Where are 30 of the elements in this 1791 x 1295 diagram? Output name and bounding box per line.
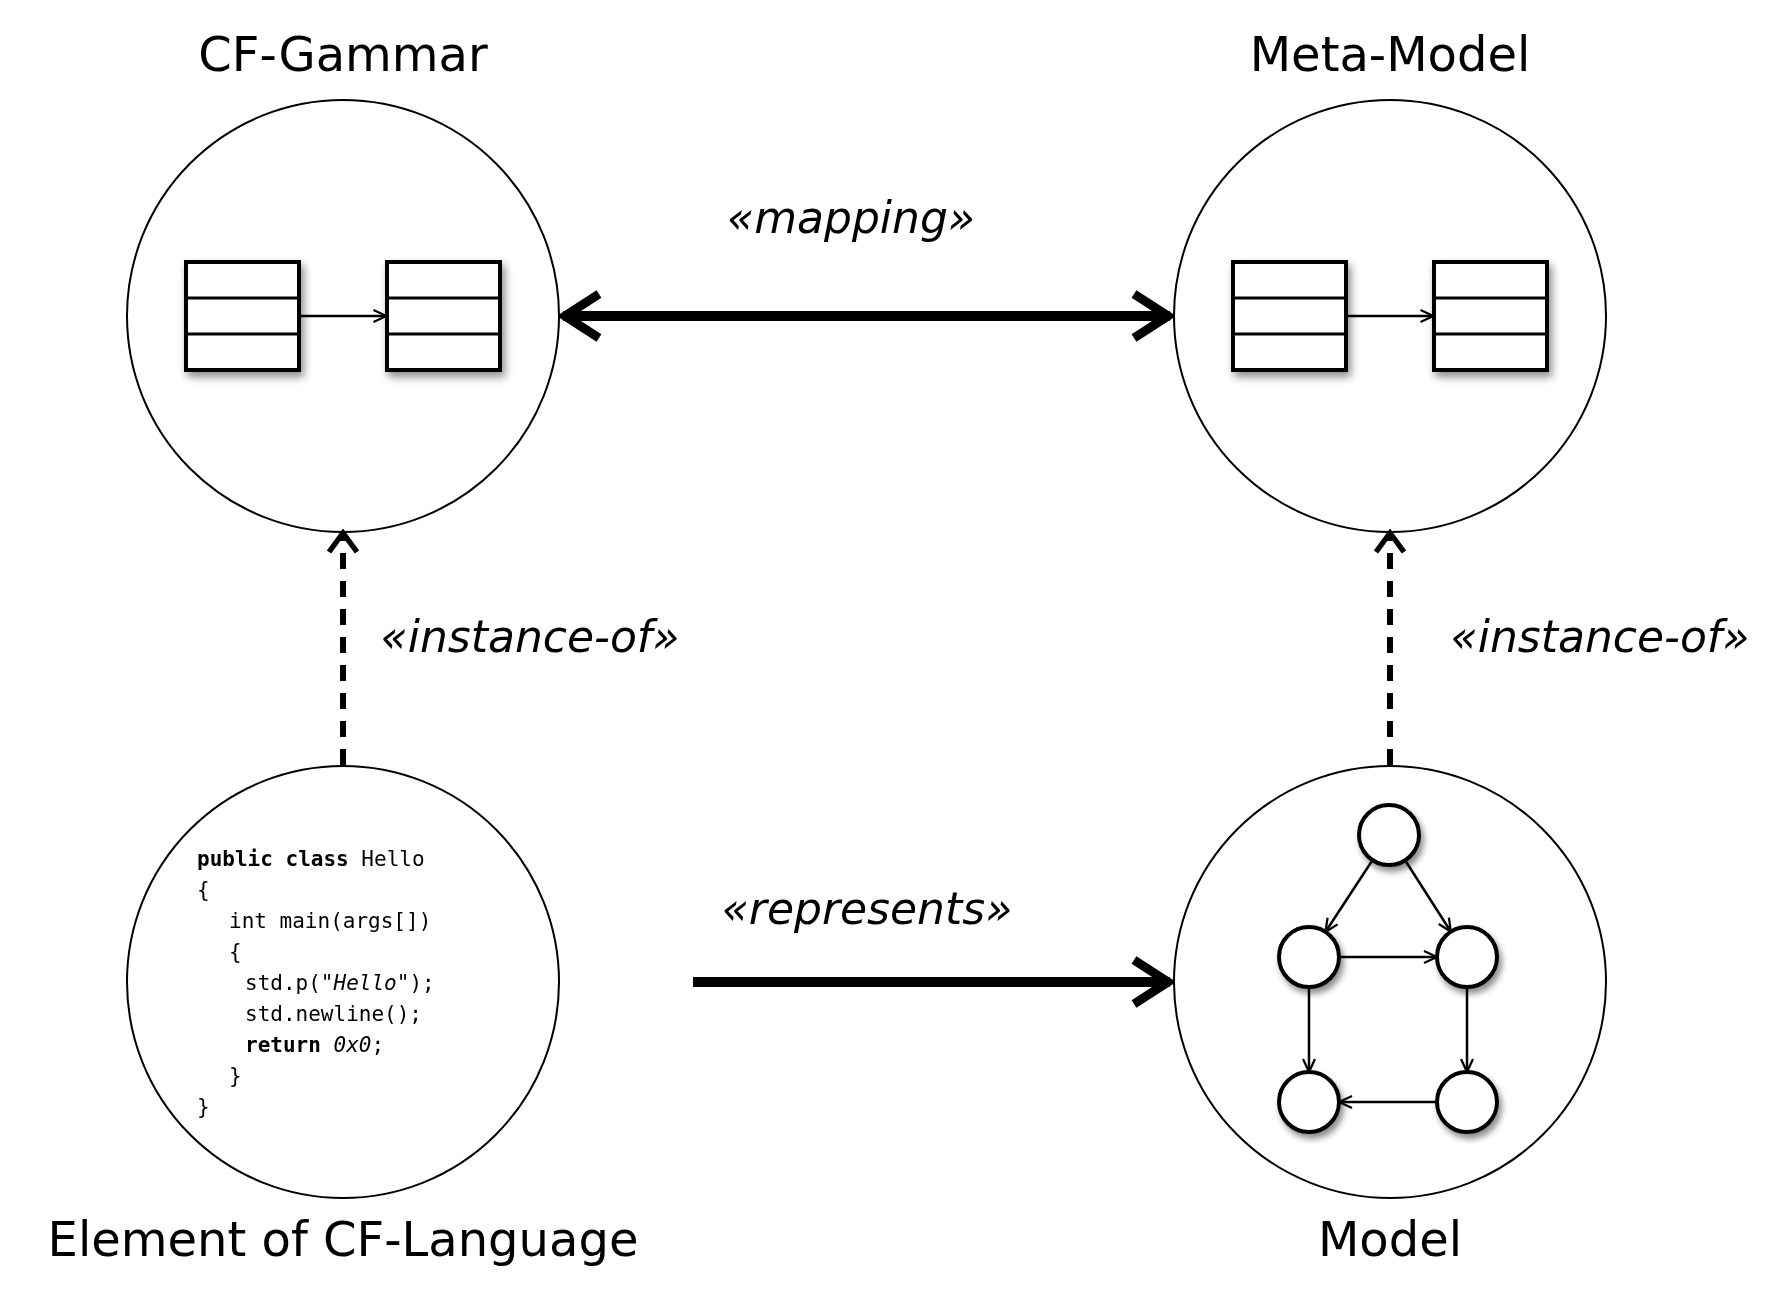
node-title: Meta-Model	[1248, 25, 1532, 84]
dashed-arrow	[1373, 530, 1407, 765]
code-line: std.p("Hello");	[245, 970, 435, 997]
thick-arrow	[693, 955, 1173, 1009]
arrow	[300, 308, 388, 324]
graph-node-circle	[1435, 925, 1499, 989]
code-line: }	[197, 1094, 210, 1121]
graph-node-circle	[1277, 925, 1341, 989]
node-title: CF-Gammar	[197, 25, 489, 84]
arrow	[1405, 861, 1452, 933]
class-box	[1230, 260, 1348, 372]
class-box	[1431, 260, 1549, 372]
arrow	[1324, 861, 1373, 934]
code-line: std.newline();	[245, 1001, 422, 1028]
code-line: return 0x0;	[245, 1032, 385, 1059]
graph-node-circle	[1277, 1070, 1341, 1134]
graph-node-circle	[1357, 803, 1421, 867]
code-line: public class Hello	[197, 846, 425, 873]
dashed-arrow	[326, 530, 360, 765]
code-line: {	[197, 877, 210, 904]
code-line: {	[229, 939, 242, 966]
code-line: int main(args[])	[229, 908, 432, 935]
code-line: }	[229, 1063, 242, 1090]
graph-node-circle	[1435, 1070, 1499, 1134]
thick-arrow	[560, 289, 1173, 343]
arrow	[1347, 308, 1435, 324]
node-title: Model	[1316, 1210, 1464, 1269]
class-box	[183, 260, 301, 372]
class-box	[384, 260, 502, 372]
node-title: Element of CF-Language	[46, 1210, 640, 1269]
